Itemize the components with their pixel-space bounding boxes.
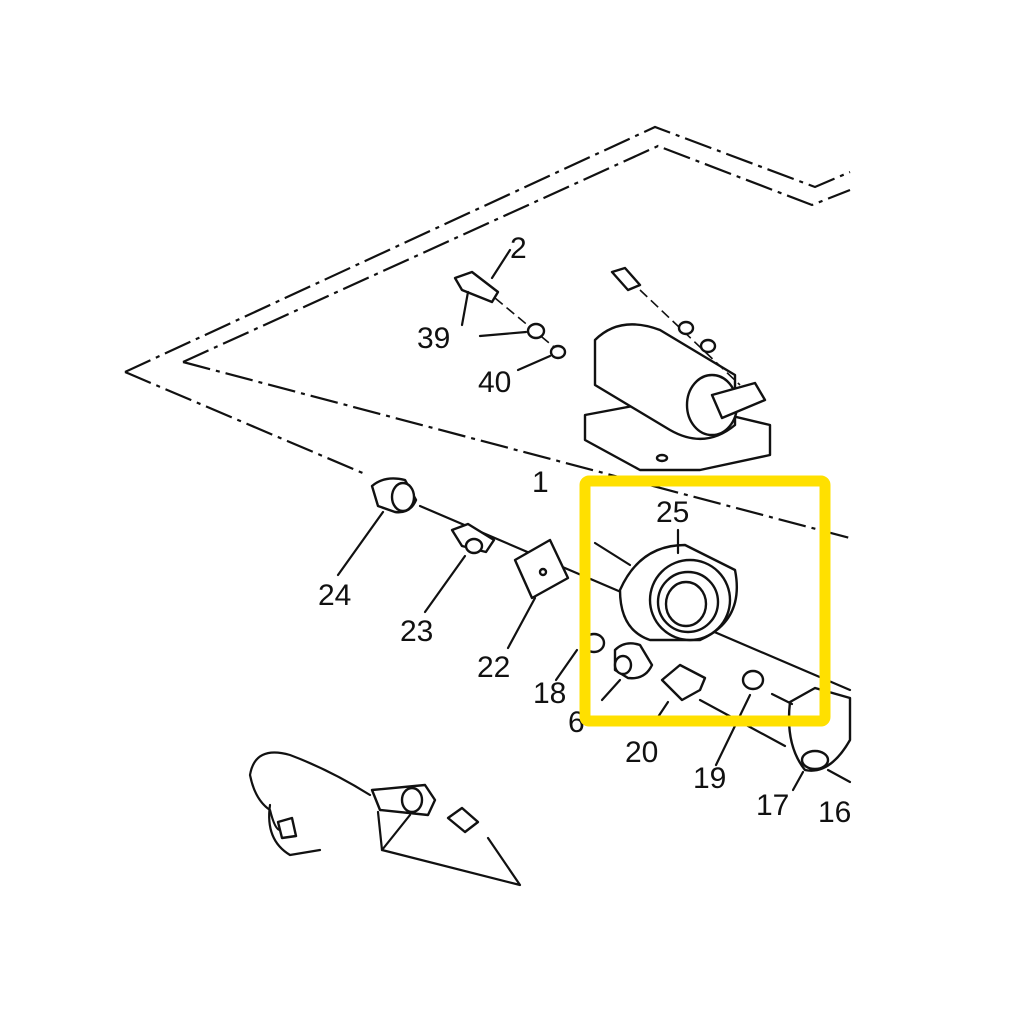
label-19: 19 bbox=[693, 762, 726, 795]
label-17: 17 bbox=[756, 789, 789, 822]
label-20: 20 bbox=[625, 736, 658, 769]
wire-harness bbox=[248, 751, 522, 887]
part-1-ignition-coil bbox=[583, 266, 772, 472]
label-25: 25 bbox=[656, 496, 689, 529]
callout-labels: 2 39 40 1 25 24 23 22 18 6 20 19 17 16 bbox=[318, 232, 851, 829]
label-40: 40 bbox=[478, 366, 511, 399]
frame-outline bbox=[124, 125, 852, 692]
small-parts-left bbox=[336, 477, 570, 650]
label-1: 1 bbox=[532, 466, 549, 499]
label-23: 23 bbox=[400, 615, 433, 648]
label-39: 39 bbox=[417, 322, 450, 355]
part-25-bearing bbox=[593, 528, 738, 642]
label-16: 16 bbox=[818, 796, 851, 829]
highlight-box bbox=[579, 475, 831, 727]
label-2: 2 bbox=[510, 232, 527, 265]
label-18: 18 bbox=[533, 677, 566, 710]
label-22: 22 bbox=[477, 651, 510, 684]
label-24: 24 bbox=[318, 579, 351, 612]
small-parts-right bbox=[554, 632, 852, 792]
part-2-39-40 bbox=[453, 248, 567, 372]
